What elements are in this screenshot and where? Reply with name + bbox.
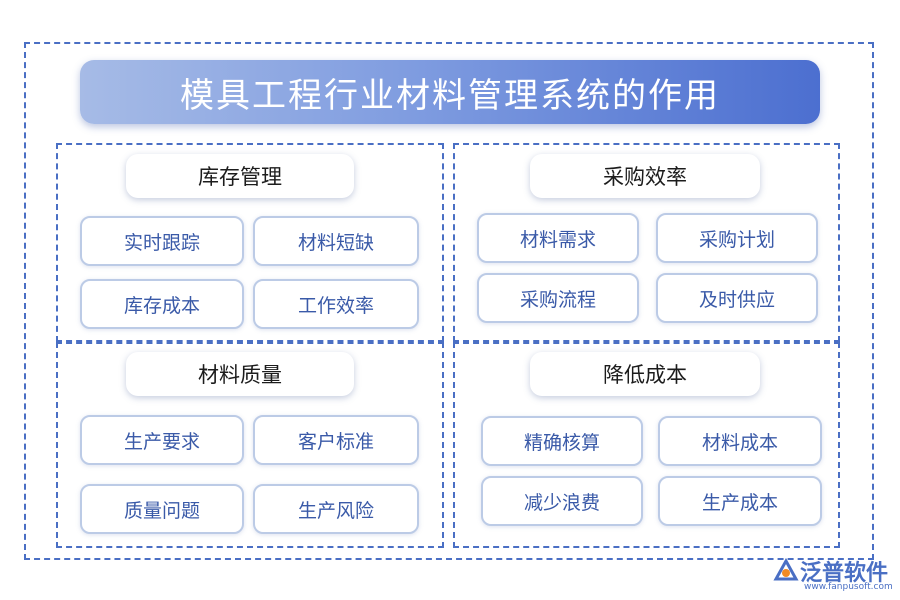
section-procurement-item-2: 采购计划	[656, 213, 818, 263]
fanpu-logo-icon	[773, 557, 799, 581]
section-procurement	[453, 143, 840, 342]
section-cost-title: 降低成本	[530, 352, 760, 396]
section-cost	[453, 342, 840, 548]
diagram-title: 模具工程行业材料管理系统的作用	[80, 60, 820, 124]
section-cost-item-4: 生产成本	[658, 476, 822, 526]
section-inventory-item-1: 实时跟踪	[80, 216, 244, 266]
section-cost-item-2: 材料成本	[658, 416, 822, 466]
section-inventory	[56, 143, 444, 342]
section-quality-item-1: 生产要求	[80, 415, 244, 465]
section-inventory-title: 库存管理	[126, 154, 354, 198]
section-procurement-title: 采购效率	[530, 154, 760, 198]
section-quality-item-3: 质量问题	[80, 484, 244, 534]
section-inventory-item-2: 材料短缺	[253, 216, 419, 266]
section-cost-item-1: 精确核算	[481, 416, 643, 466]
section-procurement-item-3: 采购流程	[477, 273, 639, 323]
section-cost-item-3: 减少浪费	[481, 476, 643, 526]
section-procurement-item-4: 及时供应	[656, 273, 818, 323]
section-procurement-item-1: 材料需求	[477, 213, 639, 263]
section-inventory-item-3: 库存成本	[80, 279, 244, 329]
logo-name: 泛普软件	[800, 561, 889, 586]
diagram-frame	[24, 42, 874, 560]
logo-url: www.fanpusoft.com	[804, 582, 893, 592]
section-quality-title: 材料质量	[126, 352, 354, 396]
brand-logo: 泛普软件 www.fanpusoft.com	[770, 555, 894, 595]
section-quality-item-2: 客户标准	[253, 415, 419, 465]
section-quality	[56, 342, 444, 548]
section-quality-item-4: 生产风险	[253, 484, 419, 534]
section-inventory-item-4: 工作效率	[253, 279, 419, 329]
